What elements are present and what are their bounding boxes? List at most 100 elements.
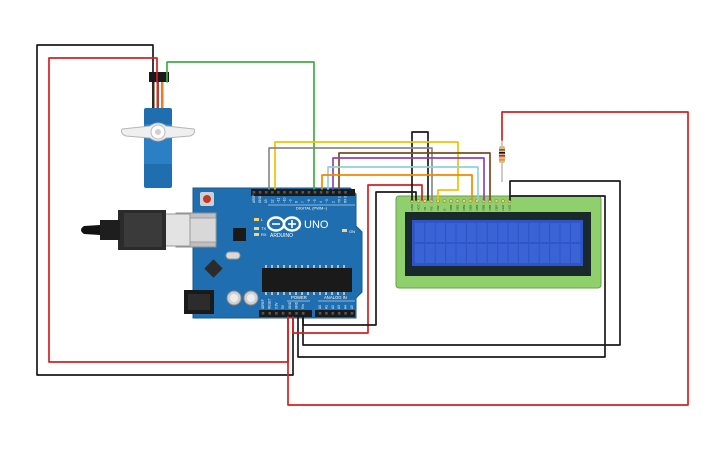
analog-pin[interactable] <box>318 312 322 315</box>
lcd-pin[interactable] <box>423 199 427 203</box>
digital-pin[interactable] <box>283 191 286 194</box>
digital-pin-label: ~6 <box>307 199 311 203</box>
wire-lcd-db6[interactable] <box>327 166 479 201</box>
lcd-pin[interactable] <box>462 199 466 203</box>
lcd-pin-label: RW <box>436 205 440 210</box>
lcd-cell <box>456 244 466 263</box>
wire-lcd-rw[interactable] <box>302 191 417 326</box>
analog-pin[interactable] <box>350 312 354 315</box>
lcd-cell <box>467 223 477 242</box>
lcd-cell <box>550 223 560 242</box>
arduino-logo-text: ARDUINO <box>270 233 293 239</box>
digital-pin[interactable] <box>264 191 268 194</box>
lcd-cell <box>425 223 435 242</box>
lcd-cell <box>487 244 497 263</box>
lcd-pin[interactable] <box>442 199 447 203</box>
servo-motor-icon[interactable] <box>121 72 195 188</box>
digital-pin[interactable] <box>307 191 311 194</box>
crystal <box>225 251 241 260</box>
lcd-cell <box>467 244 477 263</box>
power-pin-label: Vin <box>301 304 305 309</box>
digital-pin-label: 12 <box>270 199 274 203</box>
wire-lcd-vcc[interactable] <box>292 184 423 334</box>
analog-pin[interactable] <box>325 312 328 315</box>
power-pin[interactable] <box>301 312 305 315</box>
digital-pin[interactable] <box>344 191 347 194</box>
power-pin[interactable] <box>281 312 285 315</box>
analog-pin[interactable] <box>331 312 335 315</box>
lcd-pin-label: GND <box>410 203 414 211</box>
arduino-model-label: UNO <box>304 219 329 231</box>
digital-pin[interactable] <box>277 191 280 194</box>
digital-pin-label: ~9 <box>289 199 293 203</box>
digital-pin[interactable] <box>332 191 335 194</box>
analog-pin[interactable] <box>344 312 347 315</box>
lcd-pin-label: VCC <box>417 203 421 210</box>
wire-lcd-gnd-2[interactable] <box>302 180 621 346</box>
digital-pin[interactable] <box>319 191 323 194</box>
power-pin[interactable] <box>288 312 292 315</box>
digital-pin[interactable] <box>301 191 305 194</box>
resistor-icon[interactable] <box>499 140 505 182</box>
lcd-cell <box>539 244 549 263</box>
lcd-pin[interactable] <box>501 199 505 203</box>
led-on <box>342 229 347 232</box>
power-pin[interactable] <box>295 312 298 315</box>
analog-pin-label: A1 <box>324 305 328 309</box>
lcd-pin-label: LED <box>501 204 505 211</box>
power-pin[interactable] <box>268 312 271 315</box>
lcd-pin-label: DB2 <box>462 204 466 210</box>
power-pin[interactable] <box>261 312 265 315</box>
digital-pin-label: 7 <box>301 201 305 203</box>
digital-pin[interactable] <box>325 191 329 194</box>
digital-pin[interactable] <box>313 191 317 194</box>
lcd-cell <box>519 244 529 263</box>
digital-pin[interactable] <box>289 191 292 194</box>
lcd-pin-label: DB7 <box>495 204 499 210</box>
digital-pin[interactable] <box>258 191 262 194</box>
digital-pin-label: ~5 <box>313 199 317 203</box>
lcd-cell <box>415 223 425 242</box>
wire-servo-gnd[interactable] <box>36 44 294 376</box>
digital-pin[interactable] <box>338 191 341 194</box>
lcd-pin-label: DB0 <box>449 204 453 210</box>
wire-lcd-db7[interactable] <box>321 174 473 201</box>
wire-lcd-v0[interactable] <box>411 131 429 201</box>
small-chip <box>233 228 246 241</box>
power-pin[interactable] <box>275 312 278 315</box>
lcd-pin[interactable] <box>416 199 421 203</box>
digital-pin-label: ~3 <box>325 199 329 203</box>
wire-servo-signal[interactable] <box>166 61 315 190</box>
lcd-pin-label: V0 <box>423 206 427 210</box>
reset-button-cap[interactable] <box>203 195 211 203</box>
digital-header-label: DIGITAL (PWM~) <box>296 206 328 211</box>
arduino-logo-icon <box>266 216 302 232</box>
analog-header <box>315 310 355 317</box>
usb-plug-icon[interactable] <box>81 210 191 250</box>
digital-pin[interactable] <box>295 191 298 194</box>
wire-lcd-db4[interactable] <box>338 152 491 201</box>
digital-pin-label: ~11 <box>276 198 280 203</box>
digital-pin-label: RX 0 <box>344 196 348 203</box>
digital-pin[interactable] <box>271 191 274 194</box>
wire-lcd-led-plus[interactable] <box>287 111 689 406</box>
wire-lcd-db5[interactable] <box>332 157 485 201</box>
wire-lcd-rs[interactable] <box>274 141 459 201</box>
lcd-cell <box>435 244 445 263</box>
lcd-pin[interactable] <box>494 199 499 203</box>
power-pin-label: GND <box>295 301 299 309</box>
lcd-cell <box>487 223 497 242</box>
bottom-pin-holes <box>261 312 354 315</box>
analog-pin[interactable] <box>337 312 341 315</box>
lcd-pin[interactable] <box>449 199 453 203</box>
lcd-pin[interactable] <box>455 199 460 203</box>
lcd-pin-label: DB5 <box>482 204 486 210</box>
wire-lcd-e[interactable] <box>268 147 433 201</box>
digital-pin[interactable] <box>252 191 256 194</box>
digital-pin-label: GND <box>258 195 262 203</box>
lcd-cell <box>560 244 570 263</box>
